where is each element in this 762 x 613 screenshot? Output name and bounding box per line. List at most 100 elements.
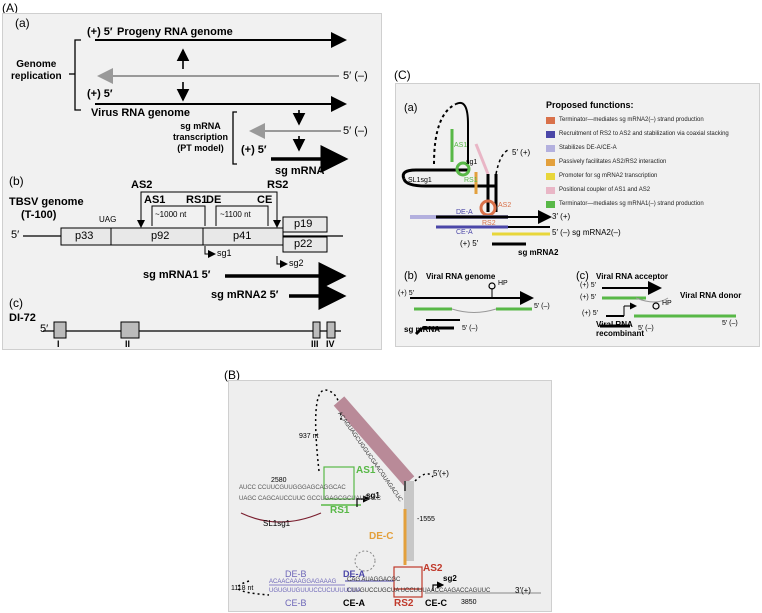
b-deb: DE-B	[285, 569, 307, 579]
loop-937nt	[314, 389, 342, 472]
di72-region-iv	[326, 321, 336, 339]
sg-mrna-label: sg mRNA	[275, 165, 325, 177]
b-seq-left1: AUCC CCUUCGUUGGGAGCAGGCAC	[239, 485, 346, 491]
b-rs1: RS1	[330, 505, 350, 516]
distance-1100: ~1100 nt	[220, 210, 251, 219]
legend-row: Positional coupler of AS1 and AS2	[546, 184, 756, 196]
c-rs1: RS1	[464, 177, 478, 184]
legend-swatch	[546, 200, 555, 208]
c-sg1: sg1	[466, 159, 478, 166]
label-de: DE	[206, 194, 222, 206]
legend-row: Passively facilitates AS2/RS2 interactio…	[546, 156, 756, 168]
figure-label-c: (C)	[394, 68, 411, 82]
c-sgm2: sg mRNA2	[518, 248, 559, 257]
legend-swatch	[546, 186, 555, 194]
b-sgm: sg mRNA	[404, 325, 441, 334]
c-3plus: 3′ (+)	[552, 212, 571, 221]
genome-replication-bracket	[74, 39, 81, 111]
proposed-functions-title: Proposed functions:	[546, 100, 634, 110]
b-seq-bottom1: CAG AUAGGACGC	[347, 577, 401, 583]
b-3850: 3850	[461, 599, 477, 606]
legend-swatch	[546, 144, 555, 152]
p19-label: p19	[294, 218, 313, 230]
sg2-label: sg2	[289, 258, 304, 268]
b-3plus: 3′(+)	[515, 586, 531, 595]
plus5-virus: (+) 5′	[87, 88, 113, 100]
sg-transcription-label: sg mRNA transcription (PT model)	[173, 121, 229, 153]
b-as2: AS2	[423, 563, 443, 574]
b-seq-bottom2: CUUGUCCUGCUA UCCUUUAACCAAGACCAGUUC	[347, 588, 491, 594]
c-sl1sg1: SL1sg1	[408, 177, 432, 184]
b-dec: DE-C	[369, 531, 394, 542]
b-2580: 2580	[271, 477, 287, 484]
c-plus5a: (+) 5′	[580, 282, 596, 289]
legend-text: Terminator—mediates sg mRNA1(–) strand p…	[559, 201, 704, 207]
c-5plus: 5′ (+)	[512, 148, 531, 157]
distance-1000: ~1000 nt	[155, 210, 187, 219]
b-1555: -1555	[417, 516, 435, 523]
label-rs1: RS1	[186, 194, 208, 206]
p22-label: p22	[294, 238, 313, 250]
progeny-label: Progeny RNA genome	[117, 26, 233, 38]
b-cec: CE-C	[425, 598, 447, 608]
tbsv-genome-title: TBSV genome	[9, 196, 84, 208]
b-seq-left2: UAGC CAGCAUCCUUC GCCUGAGCGCUAUCACC	[239, 496, 382, 502]
c-minus5b: 5′ (–)	[722, 320, 738, 327]
tbsv-genome-sub: (T-100)	[21, 209, 57, 221]
c-5plus2: (+) 5′	[460, 239, 479, 248]
panel-c-sub-a: (a)	[404, 102, 418, 114]
genome-replication-label: Genome replication	[11, 59, 62, 82]
legend-row: Promoter for sg mRNA2 transcription	[546, 170, 756, 182]
b-as1: AS1	[356, 465, 376, 476]
uag-label: UAG	[99, 215, 117, 224]
genome-5prime: 5′	[11, 229, 20, 241]
legend-row: Terminator—mediates sg mRNA2(–) strand p…	[546, 114, 756, 126]
c-minus5: 5′ (–)	[638, 325, 654, 332]
sg1-label: sg1	[217, 248, 232, 258]
legend-text: Stabilizes DE-A/CE-A	[559, 145, 617, 151]
sg-bracket	[232, 111, 237, 165]
legend-text: Recruitment of RS2 to AS2 and stabilizat…	[559, 131, 729, 137]
legend-text: Passively facilitates AS2/RS2 interactio…	[559, 159, 667, 165]
label-as2: AS2	[131, 179, 153, 191]
c-as1: AS1	[454, 142, 468, 149]
c-as2: AS2	[498, 202, 512, 209]
c-sgm2-minus: 5′ (–) sg mRNA2(–)	[552, 228, 621, 237]
orf-p19	[282, 216, 328, 233]
label-rs2: RS2	[267, 179, 289, 191]
c-rs2: RS2	[482, 220, 496, 227]
b-minus5: 5′ (–)	[534, 303, 550, 310]
di72-iii-label: III	[311, 339, 319, 349]
di72-region-i	[53, 321, 67, 339]
di72-iv-label: IV	[326, 339, 335, 349]
di72-region-iii	[312, 321, 321, 339]
as1-loop	[455, 161, 471, 177]
p41-label: p41	[233, 230, 252, 242]
legend-text: Terminator—mediates sg mRNA2(–) strand p…	[559, 117, 704, 123]
panel-b-svg	[237, 389, 541, 598]
panel-c-svg	[401, 102, 736, 336]
b-plus5: (+) 5′	[398, 290, 414, 297]
panel-c-sub-b: (b)	[404, 270, 418, 282]
c-hp: HP	[662, 300, 672, 307]
c-dea: DE-A	[456, 209, 473, 216]
c-plus5c: (+) 5′	[582, 310, 598, 317]
p92-label: p92	[151, 230, 170, 242]
pink-helix	[333, 396, 415, 486]
c-acceptor: Viral RNA acceptor	[596, 272, 669, 281]
label-as1: AS1	[144, 194, 166, 206]
di72-5prime: 5′	[40, 323, 49, 335]
panel-a-sub-a: (a)	[15, 16, 30, 30]
b-seq-left3: ACAACAAAGGAGAAAG	[269, 579, 337, 585]
b-title: Viral RNA genome	[426, 272, 496, 281]
sg-mrna1-label: sg mRNA1 5′	[143, 269, 211, 281]
sl1sg1-bracket	[240, 512, 322, 523]
as1-box	[323, 466, 355, 500]
di72-i-label: I	[57, 339, 60, 349]
label-ce: CE	[257, 194, 273, 206]
legend-text: Positional coupler of AS1 and AS2	[559, 187, 651, 193]
sg-mrna2-label: sg mRNA2 5′	[211, 289, 279, 301]
b-5plus: 5′(+)	[433, 469, 449, 478]
c-recombinant: Viral RNA recombinant	[596, 320, 645, 338]
legend-row: Recruitment of RS2 to AS2 and stabilizat…	[546, 128, 756, 140]
